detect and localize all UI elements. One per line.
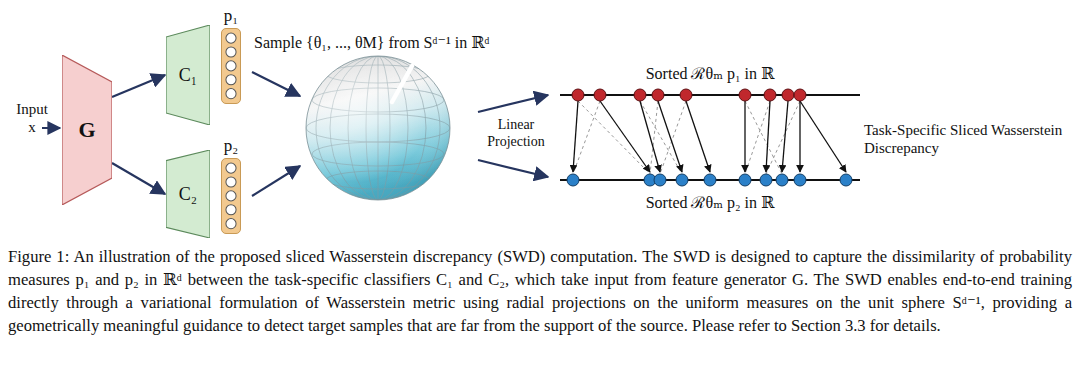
unit-sphere <box>306 56 450 200</box>
figure-caption: Figure 1: An illustration of the propose… <box>8 245 1072 337</box>
vector-cell <box>226 33 236 43</box>
block-shape <box>166 150 210 238</box>
sorted-projection-line: Sorted ℛθₘ p₁ in ℝ <box>560 64 860 84</box>
vector-label: p₁ <box>224 6 238 26</box>
probability-vector: p₁ <box>216 6 246 104</box>
block-label: C₂ <box>179 184 197 205</box>
line-caption: Sorted ℛθₘ p₂ in ℝ <box>643 193 778 213</box>
probability-vector: p₂ <box>216 136 246 234</box>
projection-label: Linear Projection <box>478 116 554 150</box>
projected-points-p1 <box>572 89 806 101</box>
vector-bar <box>221 28 241 104</box>
block-shape <box>166 25 210 125</box>
projection-arrow <box>478 160 548 177</box>
vector-cell <box>226 75 236 85</box>
flow-arrow <box>112 75 165 97</box>
projection-arrow <box>478 95 548 112</box>
block-label: C₁ <box>179 65 197 86</box>
generator-block: G <box>62 55 112 205</box>
coupling-lines <box>573 101 800 174</box>
vector-cell <box>226 219 236 229</box>
block-shape <box>62 55 112 205</box>
line-caption: Sorted ℛθₘ p₁ in ℝ <box>643 64 778 84</box>
vector-cell <box>226 163 236 173</box>
projected-points-p2 <box>567 174 852 186</box>
discrepancy-label: Task-Specific Sliced Wasserstein Discrep… <box>864 121 1072 157</box>
input-arrow <box>42 127 60 129</box>
vector-cells <box>222 159 240 233</box>
flow-arrow <box>112 163 165 194</box>
input-label: Input x <box>12 100 52 136</box>
classifier-block: C₁ <box>166 25 210 125</box>
vector-cell <box>226 177 236 187</box>
block-label: G <box>78 117 95 143</box>
classifier-block: C₂ <box>166 150 210 238</box>
matching-arrows <box>573 101 846 172</box>
vector-cell <box>226 205 236 215</box>
vector-bar <box>221 158 241 234</box>
sorted-projection-line: Sorted ℛθₘ p₂ in ℝ <box>560 193 860 213</box>
sampling-label: Sample {θ₁, ..., θM} from Sᵈ⁻¹ in ℝᵈ <box>254 33 489 52</box>
sample-arrow <box>252 72 300 96</box>
vector-label: p₂ <box>224 136 238 156</box>
sample-arrow <box>252 166 300 196</box>
vector-cell <box>226 47 236 57</box>
vector-cells <box>222 29 240 103</box>
vector-cell <box>226 61 236 71</box>
vector-cell <box>226 191 236 201</box>
vector-cell <box>226 89 236 99</box>
